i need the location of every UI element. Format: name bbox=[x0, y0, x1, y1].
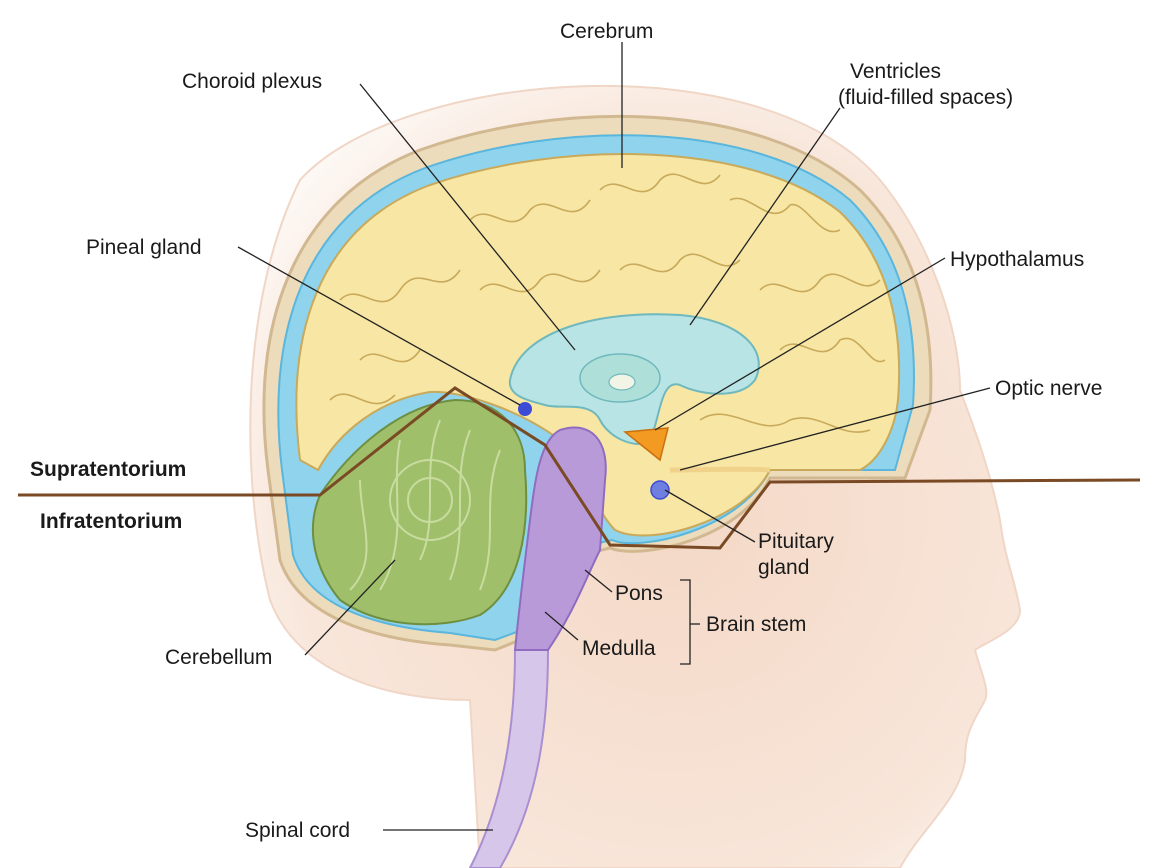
label-ventricles: Ventricles bbox=[850, 60, 941, 83]
pituitary-shape bbox=[650, 480, 670, 500]
tentorium-line bbox=[18, 386, 1141, 550]
cerebellum-shape bbox=[312, 398, 528, 626]
brainstem-shape bbox=[513, 426, 607, 651]
label-choroid-plexus: Choroid plexus bbox=[182, 70, 322, 93]
label-pineal-gland: Pineal gland bbox=[86, 236, 202, 259]
label-medulla: Medulla bbox=[582, 637, 656, 660]
label-optic-nerve: Optic nerve bbox=[995, 377, 1102, 400]
label-pons: Pons bbox=[615, 582, 663, 605]
label-hypothalamus: Hypothalamus bbox=[950, 248, 1084, 271]
hypothalamus-shape bbox=[623, 427, 669, 462]
label-infratentorium: Infratentorium bbox=[40, 510, 182, 533]
spinal-cord-shape bbox=[468, 649, 550, 868]
label-ventricles-sub: (fluid-filled spaces) bbox=[838, 86, 1013, 109]
cerebellum-folia bbox=[349, 419, 501, 591]
leader-lines bbox=[237, 42, 991, 831]
optic-nerve-shape bbox=[669, 466, 771, 473]
interthalamic-adhesion bbox=[608, 373, 636, 391]
label-cerebrum: Cerebrum bbox=[560, 20, 653, 43]
label-cerebellum: Cerebellum bbox=[165, 646, 272, 669]
label-spinal-cord: Spinal cord bbox=[245, 819, 350, 842]
label-pituitary-gland-sub: gland bbox=[758, 556, 809, 579]
gyri-pattern bbox=[329, 173, 886, 433]
label-pituitary-gland: Pituitary bbox=[758, 530, 834, 553]
pineal-shape bbox=[518, 402, 532, 416]
label-supratentorium: Supratentorium bbox=[30, 458, 186, 481]
label-brain-stem: Brain stem bbox=[706, 613, 806, 636]
